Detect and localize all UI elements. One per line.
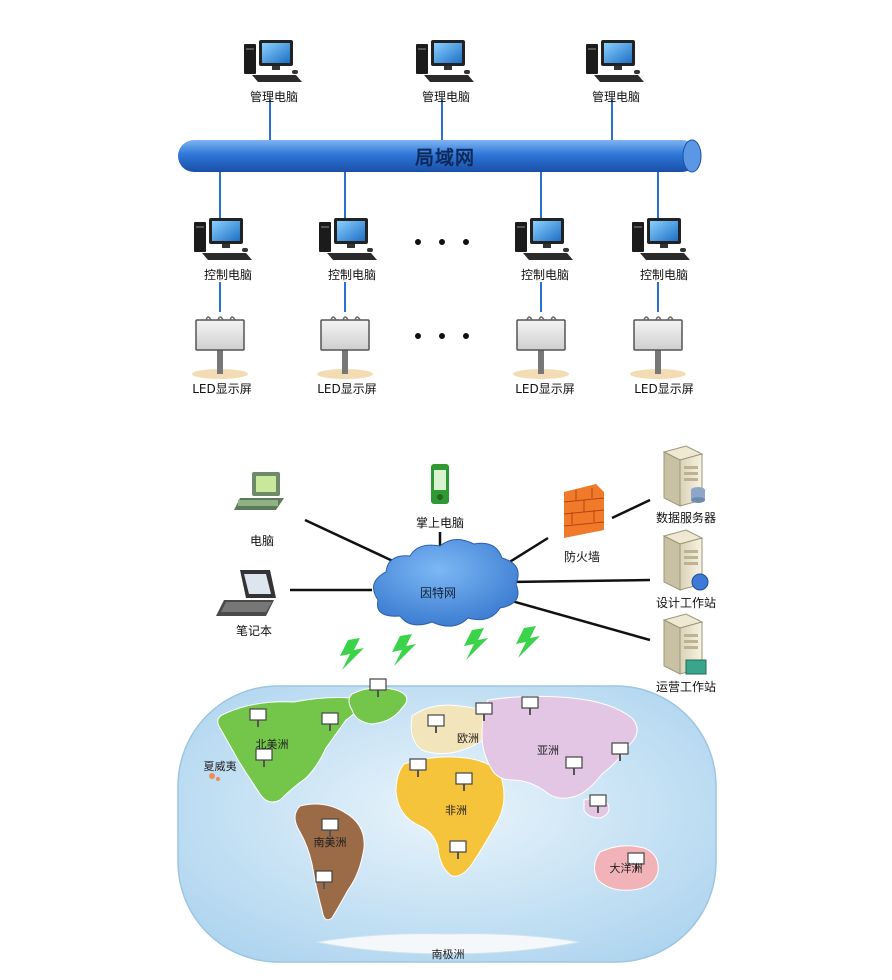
antarctica-label: 南极洲	[431, 948, 465, 961]
management-pc-icon	[416, 40, 474, 82]
handheld-label: 掌上电脑	[415, 516, 465, 530]
led-screen-icon	[629, 316, 687, 380]
handheld-computer-icon	[431, 464, 449, 504]
internet-cloud-icon	[373, 539, 519, 627]
led-screen-label: LED显示屏	[192, 382, 252, 396]
internet-diagram	[177, 445, 717, 963]
internet-label: 因特网	[419, 586, 457, 600]
wireless-signal-icon	[340, 638, 364, 670]
ellipsis-dots	[415, 239, 469, 339]
led-screen-icon	[512, 316, 570, 380]
led-screen-label: LED显示屏	[634, 382, 694, 396]
management-pc-label: 管理电脑	[591, 90, 641, 104]
led-screen-label: LED显示屏	[515, 382, 575, 396]
desktop-computer-icon	[234, 472, 284, 510]
wireless-signal-icon	[392, 634, 416, 666]
firewall-label: 防火墙	[563, 550, 601, 564]
north-america-region	[217, 697, 357, 803]
control-pc-icon	[319, 218, 377, 260]
management-pc-icon	[244, 40, 302, 82]
wireless-signal-icon	[464, 628, 488, 660]
greenland-region	[348, 687, 408, 725]
control-pc-label: 控制电脑	[327, 268, 377, 282]
management-pc-icon	[586, 40, 644, 82]
control-pc-label: 控制电脑	[639, 268, 689, 282]
world-map	[177, 678, 717, 963]
lan-bus	[178, 139, 702, 173]
management-pc-label: 管理电脑	[249, 90, 299, 104]
data-server-icon	[663, 445, 705, 507]
firewall-icon	[563, 484, 605, 538]
design-workstation-icon	[663, 529, 709, 591]
hawaii-label: 夏威夷	[203, 760, 237, 773]
operations-workstation-icon	[663, 613, 707, 675]
antarctica-region	[315, 933, 581, 955]
south-america-label: 南美洲	[313, 836, 347, 849]
design-workstation-label: 设计工作站	[655, 596, 717, 610]
wireless-signal-icon	[516, 626, 540, 658]
control-pc-label: 控制电脑	[203, 268, 253, 282]
europe-label: 欧洲	[457, 732, 479, 745]
control-pc-icon	[515, 218, 573, 260]
south-america-region	[294, 803, 365, 921]
lan-label: 局域网	[414, 147, 476, 169]
asia-region	[481, 695, 638, 799]
laptop-label: 笔记本	[235, 624, 273, 638]
data-server-label: 数据服务器	[655, 511, 717, 525]
control-pc-icon	[194, 218, 252, 260]
control-pc-icon	[632, 218, 690, 260]
north-america-label: 北美洲	[255, 738, 289, 751]
led-screen-label: LED显示屏	[317, 382, 377, 396]
control-pc-label: 控制电脑	[520, 268, 570, 282]
led-screen-icon	[191, 316, 249, 380]
management-pc-label: 管理电脑	[421, 90, 471, 104]
laptop-icon	[216, 570, 276, 616]
africa-label: 非洲	[445, 804, 467, 817]
asia-label: 亚洲	[537, 744, 559, 757]
operations-workstation-label: 运营工作站	[655, 680, 717, 694]
desktop-label: 电脑	[249, 534, 275, 548]
lan-diagram	[178, 40, 702, 380]
australia-label: 大洋洲	[609, 862, 643, 875]
led-screen-icon	[316, 316, 374, 380]
